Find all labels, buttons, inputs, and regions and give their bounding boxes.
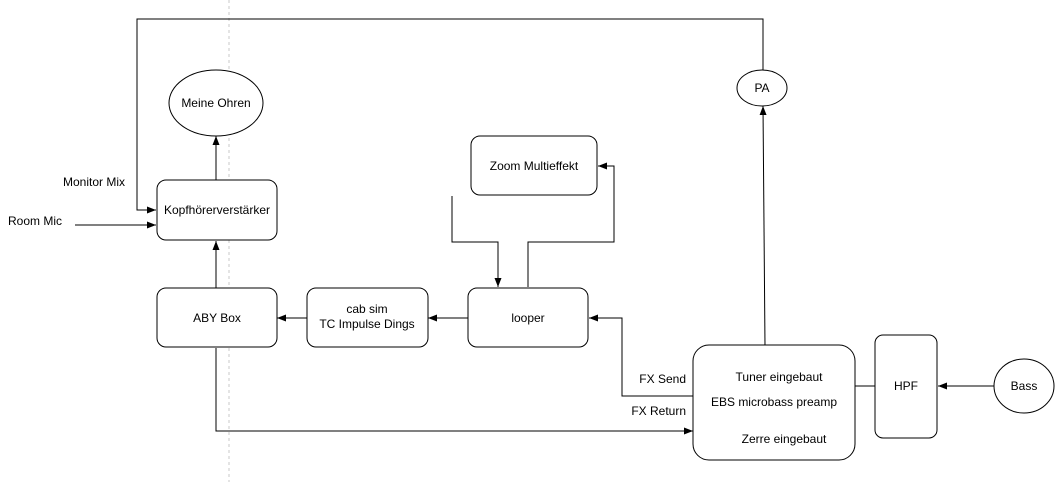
node-meine-ohren[interactable]: Meine Ohren [168, 69, 264, 137]
node-amp-preamp-label: EBS microbass preamp [711, 395, 837, 409]
label-monitor-mix: Monitor Mix [63, 175, 125, 189]
node-cab-sim-label-line1: cab sim [346, 302, 387, 316]
node-zoom-multieffekt[interactable]: Zoom Multieffekt [470, 135, 598, 196]
node-bass-label: Bass [1011, 379, 1038, 393]
node-amp[interactable]: Tuner eingebaut EBS microbass preamp Zer… [692, 344, 856, 461]
node-bass[interactable]: Bass [993, 358, 1055, 414]
node-kopfhoererverstaerker[interactable]: Kopfhörerverstärker [156, 179, 278, 241]
node-cab-sim[interactable]: cab sim TC Impulse Dings [306, 287, 429, 348]
node-hpf[interactable]: HPF [874, 334, 938, 439]
node-hpf-label: HPF [894, 379, 918, 393]
edge-aby-to-fx-return[interactable] [215, 348, 693, 435]
node-aby-box[interactable]: ABY Box [156, 287, 278, 348]
edge-zoom-to-looper[interactable] [451, 196, 502, 287]
edge-looper-to-zoom[interactable] [527, 162, 615, 287]
label-room-mic: Room Mic [8, 214, 62, 228]
node-meine-ohren-label: Meine Ohren [181, 96, 250, 110]
node-zoom-multieffekt-label: Zoom Multieffekt [490, 159, 579, 173]
edge-fx-send-to-looper[interactable] [589, 314, 693, 397]
node-amp-tuner-label: Tuner eingebaut [736, 370, 824, 384]
node-looper-label: looper [511, 311, 544, 325]
node-cab-sim-label-line2: TC Impulse Dings [319, 317, 414, 331]
label-fx-send: FX Send [639, 372, 686, 386]
edge-pa-to-kopfhoerer[interactable] [136, 18, 764, 214]
node-aby-box-label: ABY Box [193, 311, 241, 325]
label-fx-return: FX Return [631, 404, 686, 418]
node-amp-zerre-label: Zerre eingebaut [742, 432, 827, 446]
node-pa[interactable]: PA [736, 69, 788, 107]
node-pa-label: PA [754, 81, 769, 95]
edge-amp-to-pa[interactable] [759, 105, 767, 348]
node-looper[interactable]: looper [467, 287, 589, 348]
node-kopfhoererverstaerker-label: Kopfhörerverstärker [164, 203, 270, 217]
